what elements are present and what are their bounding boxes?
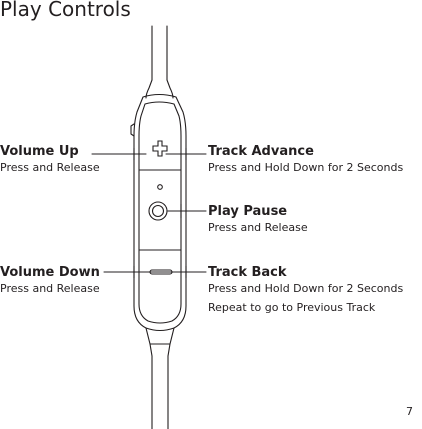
cable-top [151,25,168,81]
play-pause-callout: Play Pause Press and Release [208,204,308,235]
remote-outer [133,93,187,332]
track-advance-action: Press and Hold Down for 2 Seconds [208,161,404,174]
remote-inner [138,101,182,324]
track-back-label: Track Back [208,265,287,280]
play-pause-button-icon [148,201,168,221]
page-title: Play Controls [0,0,131,21]
top-connector [145,79,174,99]
minus-icon [149,269,173,275]
volume-down-callout: Volume Down Press and Release [0,265,100,296]
track-back-action: Press and Hold Down for 2 Seconds [208,282,404,295]
volume-up-label: Volume Up [0,144,79,159]
volume-up-callout: Volume Up Press and Release [0,144,100,175]
volume-up-action: Press and Release [0,161,100,174]
track-back-note: Repeat to go to Previous Track [208,301,376,314]
track-advance-label: Track Advance [208,144,314,159]
page-number: 7 [406,405,413,418]
volume-down-action: Press and Release [0,282,100,295]
side-button [130,123,135,137]
track-back-callout: Track Back Press and Hold Down for 2 Sec… [208,265,403,315]
plus-icon [152,140,168,157]
play-pause-label: Play Pause [208,204,288,219]
indicator-dot-icon [157,184,163,190]
cable-bottom [151,355,169,429]
play-pause-action: Press and Release [208,221,308,234]
volume-down-label: Volume Down [0,265,100,280]
bottom-connector [145,327,175,345]
track-advance-callout: Track Advance Press and Hold Down for 2 … [208,144,403,175]
